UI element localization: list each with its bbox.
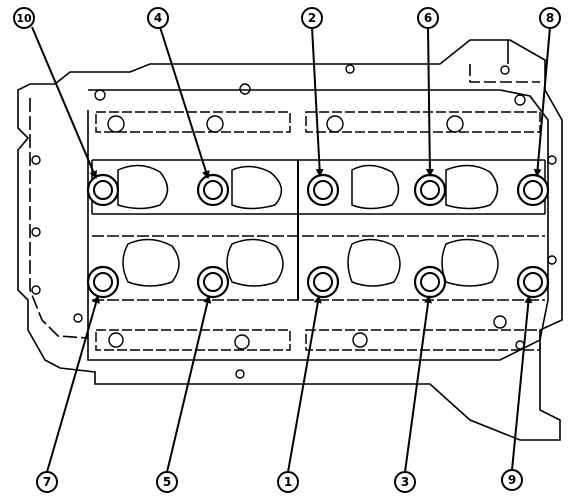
arrow-7 [46, 295, 100, 473]
port-cutouts [117, 164, 499, 287]
callout-number: 3 [401, 475, 409, 489]
callout-1: 1 [277, 471, 299, 493]
callout-8: 8 [539, 7, 561, 29]
callout-number: 7 [43, 475, 51, 489]
arrow-9 [511, 295, 533, 471]
arrow-6 [425, 26, 434, 177]
arrow-1 [287, 295, 322, 473]
callout-7: 7 [36, 471, 58, 493]
bolt-bottom-3 [306, 265, 340, 299]
callout-10: 10 [13, 7, 35, 29]
leader-arrows [31, 26, 551, 473]
stud-holes [31, 64, 557, 379]
bolt-top-4 [413, 173, 447, 207]
callout-3: 3 [394, 471, 416, 493]
callouts: 10 4 2 6 8 7 5 1 3 9 [13, 7, 561, 493]
arrow-3 [404, 295, 433, 473]
bolt-top-2 [196, 173, 230, 207]
arrow-10 [31, 26, 97, 179]
bolt-bottom-5 [516, 265, 550, 299]
arrow-4 [159, 26, 210, 179]
callout-number: 5 [163, 475, 171, 489]
bolt-bottom-4 [413, 265, 447, 299]
callout-number: 10 [16, 12, 32, 25]
callout-number: 6 [424, 11, 432, 25]
head-bolts [86, 173, 550, 299]
callout-number: 1 [284, 475, 292, 489]
head-outline [17, 39, 563, 441]
callout-2: 2 [301, 7, 323, 29]
callout-9: 9 [501, 469, 523, 491]
callout-6: 6 [417, 7, 439, 29]
bolt-top-3 [306, 173, 340, 207]
callout-4: 4 [147, 7, 169, 29]
callout-number: 4 [154, 11, 162, 25]
callout-5: 5 [156, 471, 178, 493]
arrow-2 [311, 26, 324, 177]
arrow-5 [166, 295, 212, 473]
callout-number: 9 [508, 473, 516, 487]
bolt-bottom-1 [86, 265, 120, 299]
callout-number: 8 [546, 11, 554, 25]
arrow-8 [533, 26, 551, 177]
bolt-bottom-2 [196, 265, 230, 299]
bolt-top-5 [516, 173, 550, 207]
bolt-top-1 [86, 173, 120, 207]
callout-number: 2 [308, 11, 316, 25]
